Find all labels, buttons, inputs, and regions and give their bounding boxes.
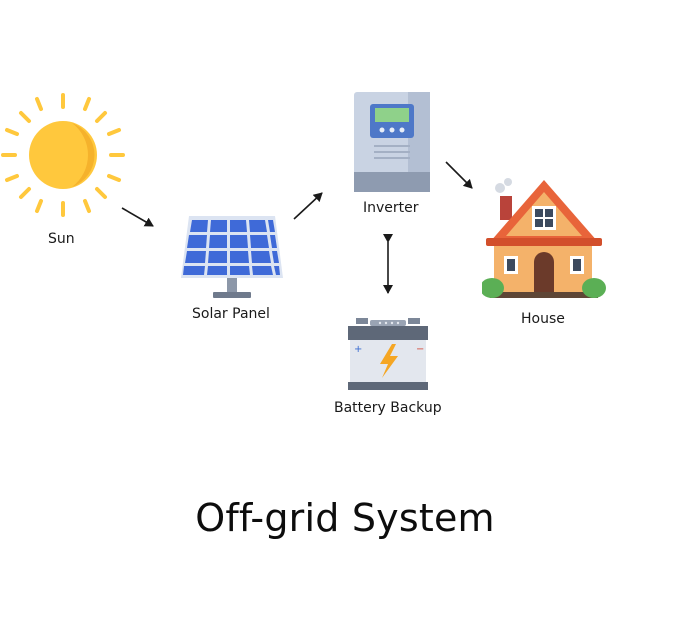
arrow-inverter-to-house (445, 161, 473, 189)
sun-node (0, 90, 130, 220)
inverter-node (352, 90, 432, 194)
battery-icon: + − (348, 318, 428, 390)
battery-node: + − (346, 316, 430, 392)
solar-panel-label: Solar Panel (192, 306, 270, 322)
sun-label: Sun (48, 231, 75, 247)
solar-panel-icon (181, 216, 283, 298)
sun-icon (1, 93, 125, 217)
battery-label: Battery Backup (334, 400, 442, 416)
inverter-icon (354, 92, 430, 192)
house-icon (482, 178, 606, 298)
svg-text:+: + (354, 344, 362, 355)
diagram-title: Off-grid System (195, 496, 495, 540)
solar-panel-node (177, 214, 287, 304)
svg-text:−: − (416, 344, 424, 355)
arrow-panel-to-inverter (293, 192, 323, 220)
house-node (482, 176, 606, 300)
house-label: House (521, 311, 565, 327)
inverter-label: Inverter (363, 200, 419, 216)
